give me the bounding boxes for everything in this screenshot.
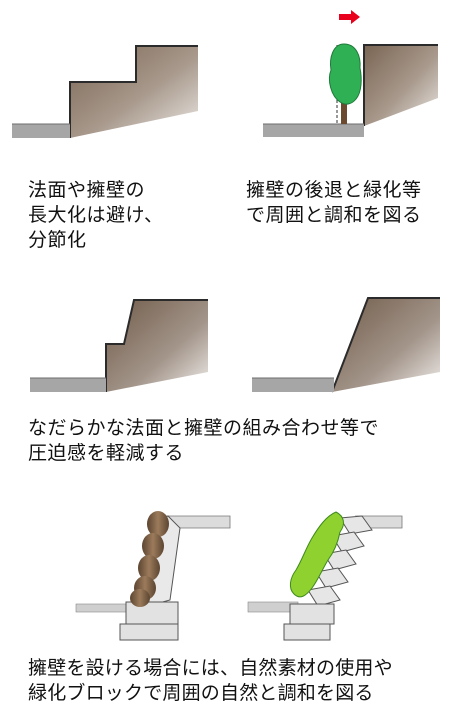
stepped-earth-mass xyxy=(70,46,198,138)
footing-lower xyxy=(119,623,179,641)
greening-block-wall-illustration xyxy=(247,511,403,641)
caption-line: 法面や擁壁の xyxy=(28,179,146,201)
block-footing-upper xyxy=(289,603,335,625)
stepped-wall-outline xyxy=(69,45,198,138)
gentle-slope-earth-mass xyxy=(332,298,440,392)
caption-line: 擁壁の後退と緑化等 xyxy=(246,179,422,201)
block-footing-lower xyxy=(283,623,331,641)
slope-wall-earth-mass xyxy=(106,300,208,392)
stepped-slope-illustration xyxy=(12,45,198,138)
ground-left xyxy=(12,124,70,138)
ground-left-3 xyxy=(75,603,135,613)
gentle-slope-low-wall-illustration xyxy=(30,299,208,392)
caption-line: 擁壁を設ける場合には、自然素材の使用や xyxy=(28,657,393,679)
stone xyxy=(138,555,160,581)
stone-retaining-wall-illustration xyxy=(75,511,231,641)
caption-line: 緑化ブロックで周囲の自然と調和を図る xyxy=(28,682,374,704)
caption-stepped-slope: 法面や擁壁の 長大化は避け、 分節化 xyxy=(28,178,164,253)
caption-natural-materials: 擁壁を設ける場合には、自然素材の使用や 緑化ブロックで周囲の自然と調和を図る xyxy=(28,656,393,706)
caption-line: 分節化 xyxy=(28,229,87,251)
greening-vegetation xyxy=(289,511,344,598)
tree-icon xyxy=(328,43,362,124)
block xyxy=(331,531,365,553)
natural-stones xyxy=(130,511,169,607)
slope-wall-outline xyxy=(105,299,208,392)
gentle-slope-outline xyxy=(331,297,440,393)
setback-earth-mass xyxy=(364,45,438,126)
greening-blocks xyxy=(307,515,373,607)
ground-right xyxy=(263,124,364,137)
ground-right-2 xyxy=(252,378,334,392)
stone xyxy=(147,511,169,537)
block xyxy=(315,567,349,589)
caption-setback-greening: 擁壁の後退と緑化等 で周囲と調和を図る xyxy=(246,178,422,228)
caption-line: なだらかな法面と擁壁の組み合わせ等で xyxy=(28,417,380,439)
ground-left-2 xyxy=(30,378,106,392)
setback-wall-outline xyxy=(363,44,438,126)
gentle-slope-illustration xyxy=(252,297,440,393)
setback-greening-illustration xyxy=(263,10,438,137)
tree-trunk xyxy=(341,100,347,124)
footing-upper xyxy=(125,601,179,625)
stone xyxy=(142,533,164,559)
caption-gentle-slope-combo: なだらかな法面と擁壁の組み合わせ等で 圧迫感を軽減する xyxy=(28,416,379,466)
caption-line: 長大化は避け、 xyxy=(28,204,164,226)
right-arrow-icon xyxy=(339,10,360,24)
caption-line: 圧迫感を軽減する xyxy=(28,442,185,464)
tree-foliage xyxy=(328,43,362,105)
block xyxy=(307,585,341,607)
block xyxy=(339,515,373,535)
caption-line: で周囲と調和を図る xyxy=(246,204,422,226)
stone xyxy=(130,589,150,607)
block xyxy=(323,549,357,571)
